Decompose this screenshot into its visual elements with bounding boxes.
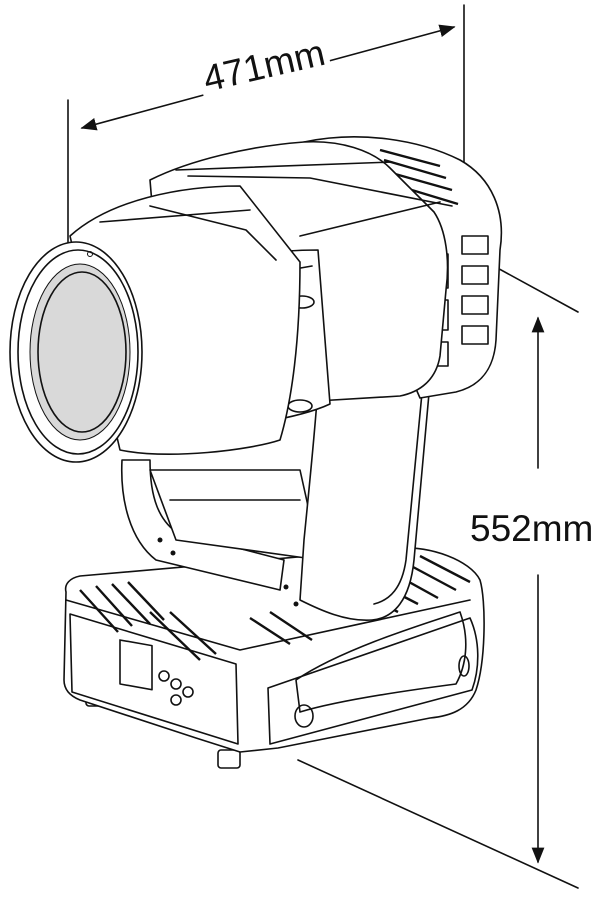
base-handle xyxy=(295,611,467,713)
height-dimension-label: 552mm xyxy=(470,508,594,549)
base-handle-hole xyxy=(294,704,314,728)
base-side-hole xyxy=(458,655,470,677)
front-lens-inner xyxy=(37,271,127,433)
enter-button xyxy=(182,686,194,698)
yoke-back-arm xyxy=(120,459,285,591)
height-extension-line-bottom xyxy=(297,759,579,889)
head-side-slot-bottom xyxy=(287,399,313,413)
menu-button xyxy=(158,670,170,682)
base-front-panel xyxy=(69,613,239,745)
down-button xyxy=(170,694,182,706)
front-lens xyxy=(29,263,131,441)
foot-front xyxy=(217,749,241,769)
fixture-head xyxy=(9,136,503,463)
lcd-display xyxy=(119,639,153,691)
up-button xyxy=(170,678,182,690)
base-side-panel xyxy=(267,617,479,745)
